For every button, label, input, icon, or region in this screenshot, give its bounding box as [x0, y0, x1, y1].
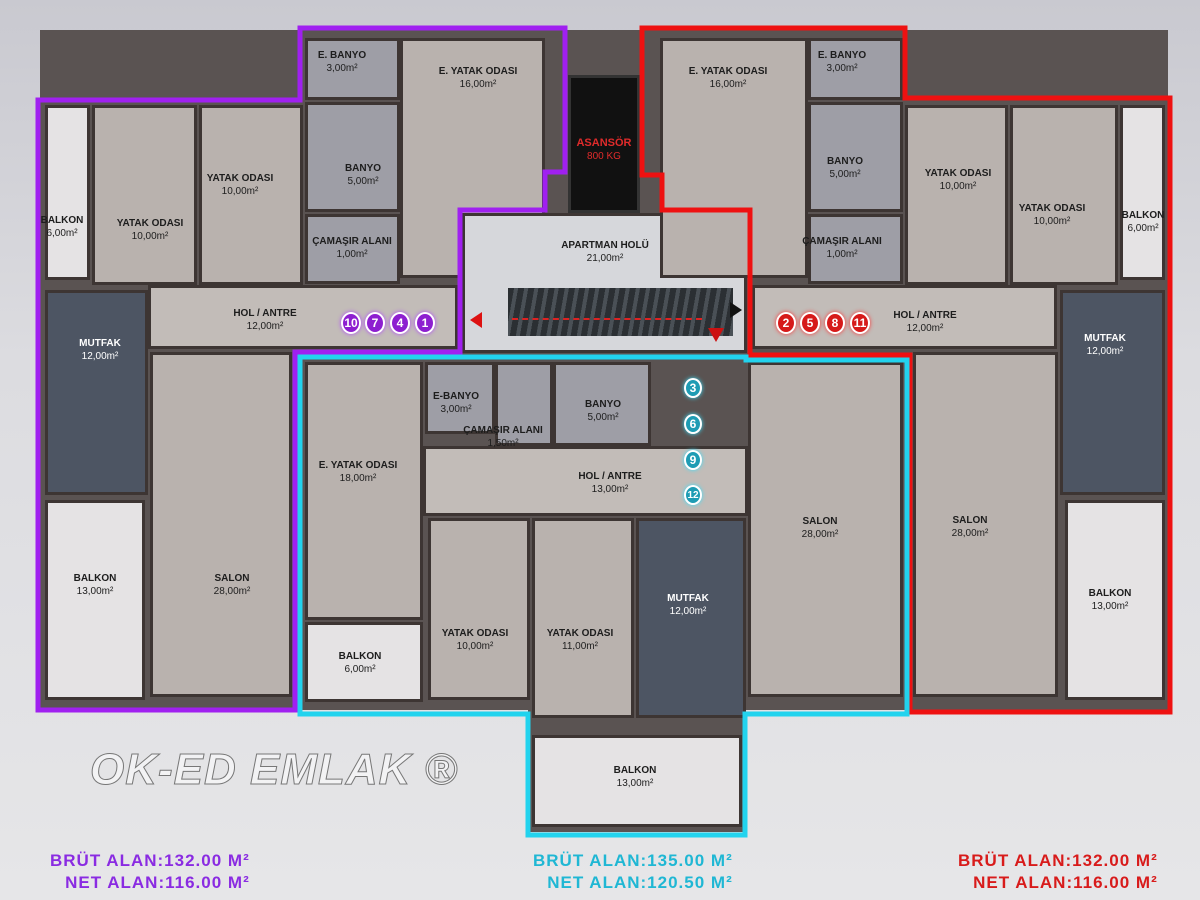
right-unit-number-badge: 5 [800, 312, 820, 334]
center-net-area: NET ALAN:120.50 M² [547, 873, 733, 892]
center-balkon-large [532, 735, 742, 827]
center-unit-number-badge: 6 [684, 414, 702, 434]
right-banyo [808, 102, 903, 212]
left-banyo [305, 102, 400, 212]
left-yatak2 [199, 105, 303, 285]
center-gross-area: BRÜT ALAN:135.00 M² [533, 851, 733, 870]
right-gross-area: BRÜT ALAN:132.00 M² [958, 851, 1158, 870]
staircase [508, 288, 733, 336]
left-unit-number-badge: 4 [390, 312, 410, 334]
right-net-area: NET ALAN:116.00 M² [973, 873, 1158, 892]
direction-arrow [512, 318, 702, 320]
arrow-right-icon [730, 302, 742, 318]
center-unit-area-summary: BRÜT ALAN:135.00 M² NET ALAN:120.50 M² [533, 850, 733, 894]
center-balkon-small [305, 622, 423, 702]
left-balkon-large [45, 500, 145, 700]
arrow-left-icon [470, 312, 482, 328]
left-yatak1 [92, 105, 197, 285]
center-ebanyo [425, 362, 495, 434]
left-gross-area: BRÜT ALAN:132.00 M² [50, 851, 250, 870]
left-net-area: NET ALAN:116.00 M² [65, 873, 250, 892]
right-unit-outline [639, 25, 1173, 715]
left-ebanyo [305, 38, 400, 100]
right-balkon-large [1065, 500, 1165, 700]
center-yatak1 [428, 518, 530, 700]
right-balkon-small [1120, 105, 1165, 280]
left-mutfak [45, 290, 148, 495]
center-banyo [553, 362, 651, 446]
right-unit-number-badge: 11 [850, 312, 870, 334]
right-unit-number-badge: 2 [776, 312, 796, 334]
left-balkon-small [45, 105, 90, 280]
right-ebanyo [808, 38, 903, 100]
right-camasir [808, 214, 903, 284]
right-mutfak [1060, 290, 1165, 495]
elevator [568, 75, 640, 213]
left-unit-area-summary: BRÜT ALAN:132.00 M² NET ALAN:116.00 M² [50, 850, 250, 894]
right-salon [913, 352, 1058, 697]
right-yatak2 [1010, 105, 1118, 285]
left-unit-outline [35, 25, 568, 713]
center-camasir [495, 362, 553, 446]
center-unit-number-badge: 3 [684, 378, 702, 398]
center-unit-number-badge: 12 [684, 485, 702, 505]
left-camasir [305, 214, 400, 284]
watermark-logo: OK-ED EMLAK ® [89, 745, 459, 795]
right-unit-number-badge: 8 [825, 312, 845, 334]
center-yatak2 [532, 518, 634, 718]
arrow-down-icon [708, 328, 724, 342]
left-unit-number-badge: 10 [341, 312, 361, 334]
center-mutfak [636, 518, 746, 718]
right-eyatak [660, 38, 808, 278]
center-unit-number-badge: 9 [684, 450, 702, 470]
right-unit-area-summary: BRÜT ALAN:132.00 M² NET ALAN:116.00 M² [958, 850, 1158, 894]
left-salon [150, 352, 292, 697]
left-unit-number-badge: 1 [415, 312, 435, 334]
center-salon [748, 362, 903, 697]
left-unit-number-badge: 7 [365, 312, 385, 334]
center-unit-outline [297, 354, 910, 838]
right-yatak1 [905, 105, 1008, 285]
center-eyatak [305, 362, 423, 620]
